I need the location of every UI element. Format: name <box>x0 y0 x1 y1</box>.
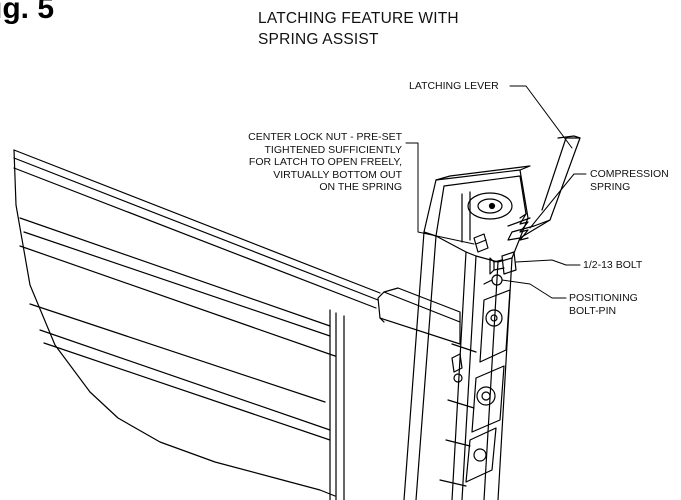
compression-spring-label: COMPRESSION SPRING <box>590 168 669 193</box>
figure-number: ig. 5 <box>0 0 55 25</box>
compression-spring <box>507 213 531 241</box>
center-lock-nut-label: CENTER LOCK NUT - PRE-SET TIGHTENED SUFF… <box>220 131 402 194</box>
center-lock-nut-line-3: FOR LATCH TO OPEN FREELY, <box>248 156 402 168</box>
latch-housing <box>423 165 531 263</box>
center-lock-nut-line-4: VIRTUALLY BOTTOM OUT <box>273 168 402 181</box>
center-lock-nut-line-2: TIGHTENED SUFFICIENTLY <box>264 143 402 156</box>
bolt-half-13 <box>489 251 517 275</box>
bolt-label: 1/2-13 BOLT <box>583 259 643 271</box>
lower-hardware <box>451 353 463 383</box>
leader-latching-lever <box>509 85 573 149</box>
figure-title: LATCHING FEATURE WITH SPRING ASSIST <box>258 8 518 50</box>
center-lock-nut-line-5: ON THE SPRING <box>319 181 402 193</box>
compression-spring-line-1: COMPRESSION <box>590 168 669 180</box>
latching-lever-label: LATCHING LEVER <box>409 80 499 92</box>
leader-compression-spring <box>529 173 587 229</box>
compression-spring-line-2: SPRING <box>590 180 631 193</box>
leader-bolt <box>515 259 581 266</box>
vertical-frame <box>403 231 513 500</box>
leader-positioning-bolt-pin <box>501 279 567 299</box>
bracket-arm <box>377 287 461 345</box>
latching-lever <box>507 135 581 241</box>
title-line-2: SPRING ASSIST <box>258 31 379 48</box>
positioning-bolt-pin-label: POSITIONING BOLT-PIN <box>569 292 638 317</box>
positioning-bolt-pin <box>483 274 503 286</box>
center-lock-nut-line-1: CENTER LOCK NUT - PRE-SET <box>248 131 402 143</box>
leader-center-lock-nut <box>405 142 475 245</box>
leader-lines <box>405 85 587 299</box>
hopper-body <box>13 149 381 500</box>
positioning-bolt-pin-line-2: BOLT-PIN <box>569 304 617 317</box>
title-line-1: LATCHING FEATURE WITH <box>258 10 459 27</box>
positioning-bolt-pin-line-1: POSITIONING <box>569 292 638 304</box>
